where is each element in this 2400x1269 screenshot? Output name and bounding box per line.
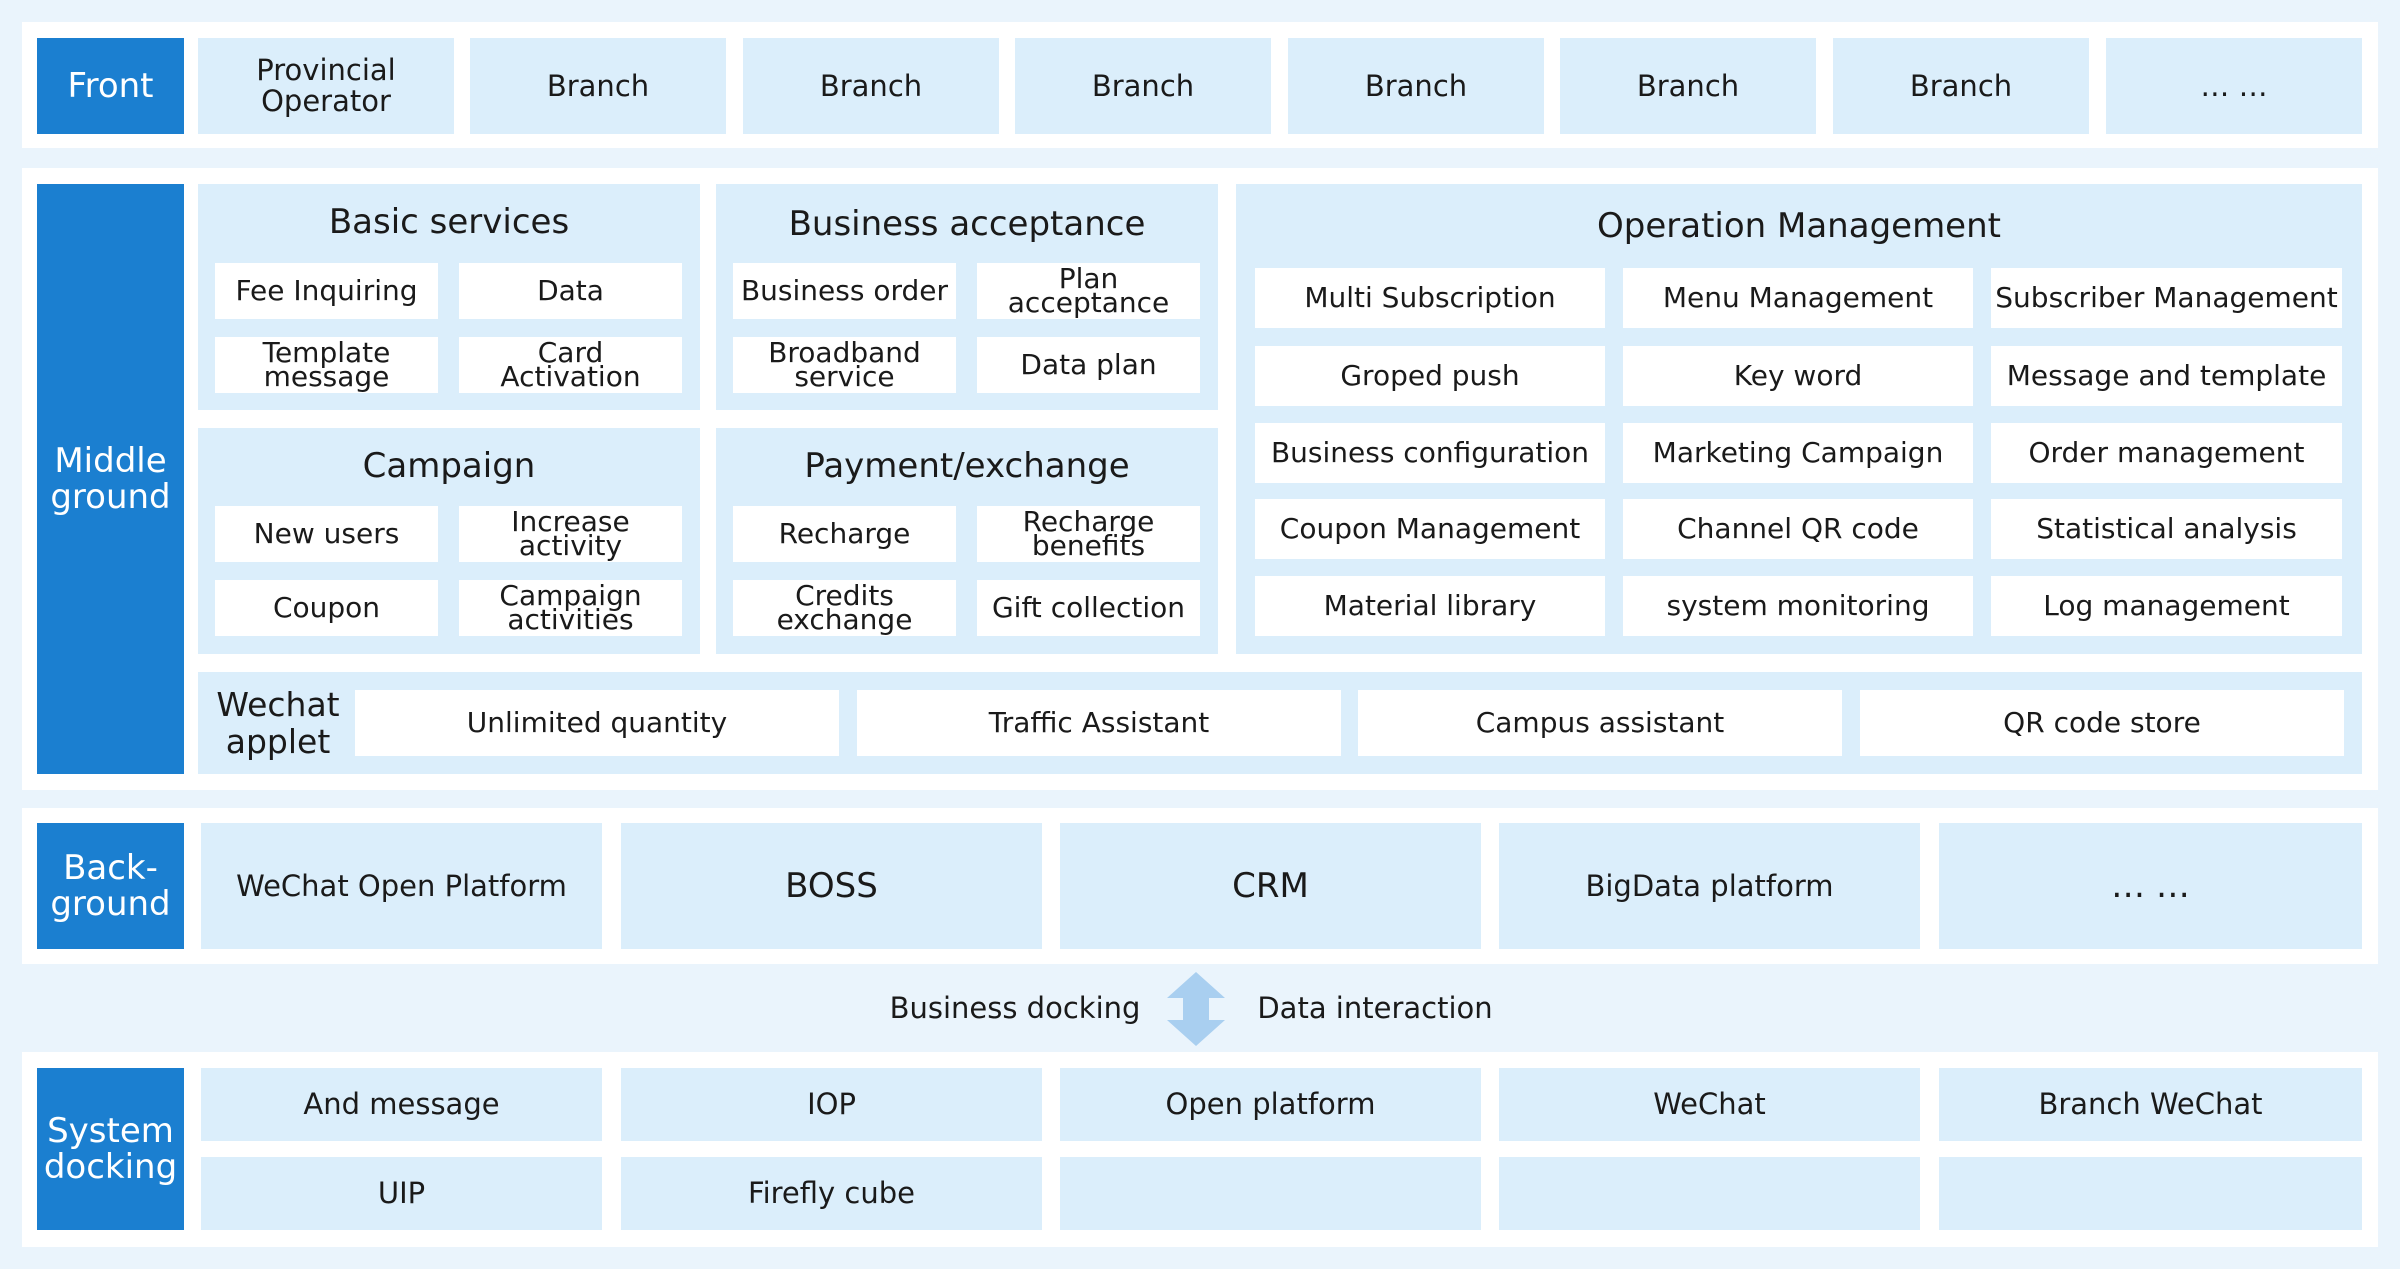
firefly-cube: Firefly cube: [621, 1157, 1042, 1230]
data-service: Data: [459, 263, 682, 319]
new-users: New users: [215, 506, 438, 562]
wechat-open-platform: WeChat Open Platform: [201, 823, 602, 949]
front-branch-4: Branch: [1288, 38, 1544, 134]
bigdata-platform: BigData platform: [1499, 823, 1920, 949]
iop: IOP: [621, 1068, 1042, 1141]
basic-services-title: Basic services: [328, 202, 570, 242]
system-docking-label: System docking: [37, 1068, 184, 1230]
business-acceptance-title: Business acceptance: [788, 204, 1146, 244]
business-docking-text: Business docking: [889, 991, 1141, 1025]
multi-subscription: Multi Subscription: [1255, 268, 1605, 328]
channel-qr-code: Channel QR code: [1623, 499, 1973, 559]
fee-inquiring: Fee Inquiring: [215, 263, 438, 319]
campaign-activities: Campaign activities: [459, 580, 682, 636]
campaign-title: Campaign: [362, 446, 536, 486]
system-monitoring: system monitoring: [1623, 576, 1973, 636]
crm-system: CRM: [1060, 823, 1481, 949]
empty-slot-1: [1060, 1157, 1481, 1230]
front-provincial-operator: Provincial Operator: [198, 38, 454, 134]
data-interaction-text: Data interaction: [1257, 991, 1493, 1025]
coupon-management: Coupon Management: [1255, 499, 1605, 559]
increase-activity: Increase activity: [459, 506, 682, 562]
front-branch-2: Branch: [743, 38, 999, 134]
empty-slot-2: [1499, 1157, 1920, 1230]
front-branch-1: Branch: [470, 38, 726, 134]
boss-system: BOSS: [621, 823, 1042, 949]
branch-wechat: Branch WeChat: [1939, 1068, 2362, 1141]
campus-assistant: Campus assistant: [1358, 690, 1842, 756]
front-label: Front: [37, 38, 184, 134]
empty-slot-3: [1939, 1157, 2362, 1230]
open-platform: Open platform: [1060, 1068, 1481, 1141]
recharge-benefits: Recharge benefits: [977, 506, 1200, 562]
credits-exchange: Credits exchange: [733, 580, 956, 636]
coupon: Coupon: [215, 580, 438, 636]
traffic-assistant: Traffic Assistant: [857, 690, 1341, 756]
background-ellipsis: … …: [1939, 823, 2362, 949]
double-arrow-icon: [1167, 972, 1225, 1046]
recharge: Recharge: [733, 506, 956, 562]
wechat: WeChat: [1499, 1068, 1920, 1141]
wechat-applet-label: Wechat applet: [216, 685, 340, 761]
qr-code-store: QR code store: [1860, 690, 2344, 756]
data-plan: Data plan: [977, 337, 1200, 393]
front-branch-5: Branch: [1560, 38, 1816, 134]
background-label: Back- ground: [37, 823, 184, 949]
business-order: Business order: [733, 263, 956, 319]
statistical-analysis: Statistical analysis: [1991, 499, 2342, 559]
subscriber-management: Subscriber Management: [1991, 268, 2342, 328]
unlimited-quantity: Unlimited quantity: [355, 690, 839, 756]
order-management: Order management: [1991, 423, 2342, 483]
operation-management-title: Operation Management: [1597, 206, 2001, 246]
payment-exchange-title: Payment/exchange: [804, 446, 1130, 486]
log-management: Log management: [1991, 576, 2342, 636]
marketing-campaign: Marketing Campaign: [1623, 423, 1973, 483]
business-configuration: Business configuration: [1255, 423, 1605, 483]
menu-management: Menu Management: [1623, 268, 1973, 328]
middle-label: Middle ground: [37, 184, 184, 774]
key-word: Key word: [1623, 346, 1973, 406]
broadband-service: Broadband service: [733, 337, 956, 393]
uip: UIP: [201, 1157, 602, 1230]
template-message: Template message: [215, 337, 438, 393]
message-and-template: Message and template: [1991, 346, 2342, 406]
and-message: And message: [201, 1068, 602, 1141]
front-branch-6: Branch: [1833, 38, 2089, 134]
groped-push: Groped push: [1255, 346, 1605, 406]
operation-management-panel: [1236, 184, 2362, 654]
front-branch-3: Branch: [1015, 38, 1271, 134]
card-activation: Card Activation: [459, 337, 682, 393]
gift-collection: Gift collection: [977, 580, 1200, 636]
material-library: Material library: [1255, 576, 1605, 636]
front-ellipsis: … …: [2106, 38, 2362, 134]
plan-acceptance: Plan acceptance: [977, 263, 1200, 319]
